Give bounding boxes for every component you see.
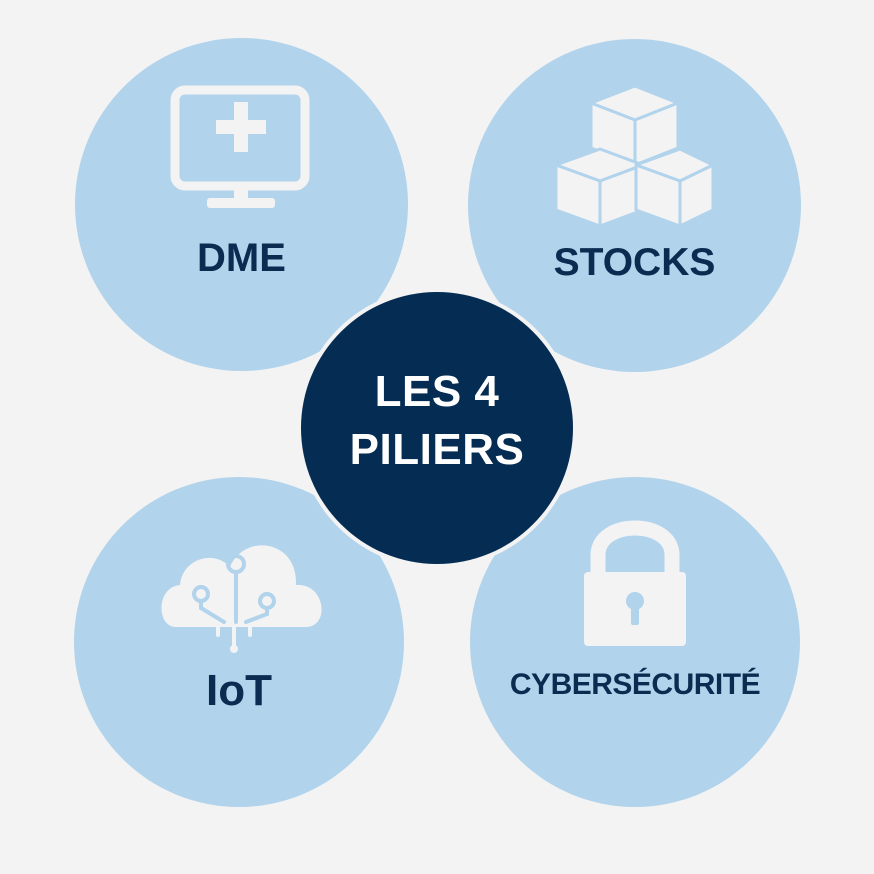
stacked-boxes-icon <box>554 84 715 228</box>
pillar-cybersecurity: CYBERSÉCURITÉ <box>470 477 800 807</box>
computer-monitor-medical-cross-icon <box>170 85 310 208</box>
pillar-dme: DME <box>75 38 408 371</box>
pillar-label: STOCKS <box>553 241 716 284</box>
pillar-label: DME <box>197 236 286 280</box>
center-hub: LES 4 PILIERS <box>301 292 573 564</box>
cloud-circuit-icon <box>161 545 322 653</box>
pillar-label: IoT <box>206 666 272 715</box>
center-title-line-2: PILIERS <box>349 425 525 474</box>
pillar-iot: IoT <box>74 477 404 807</box>
pillar-label: CYBERSÉCURITÉ <box>509 668 761 701</box>
padlock-icon <box>584 520 686 646</box>
center-title-line-1: LES 4 <box>374 367 500 416</box>
pillar-stocks: STOCKS <box>468 39 801 372</box>
